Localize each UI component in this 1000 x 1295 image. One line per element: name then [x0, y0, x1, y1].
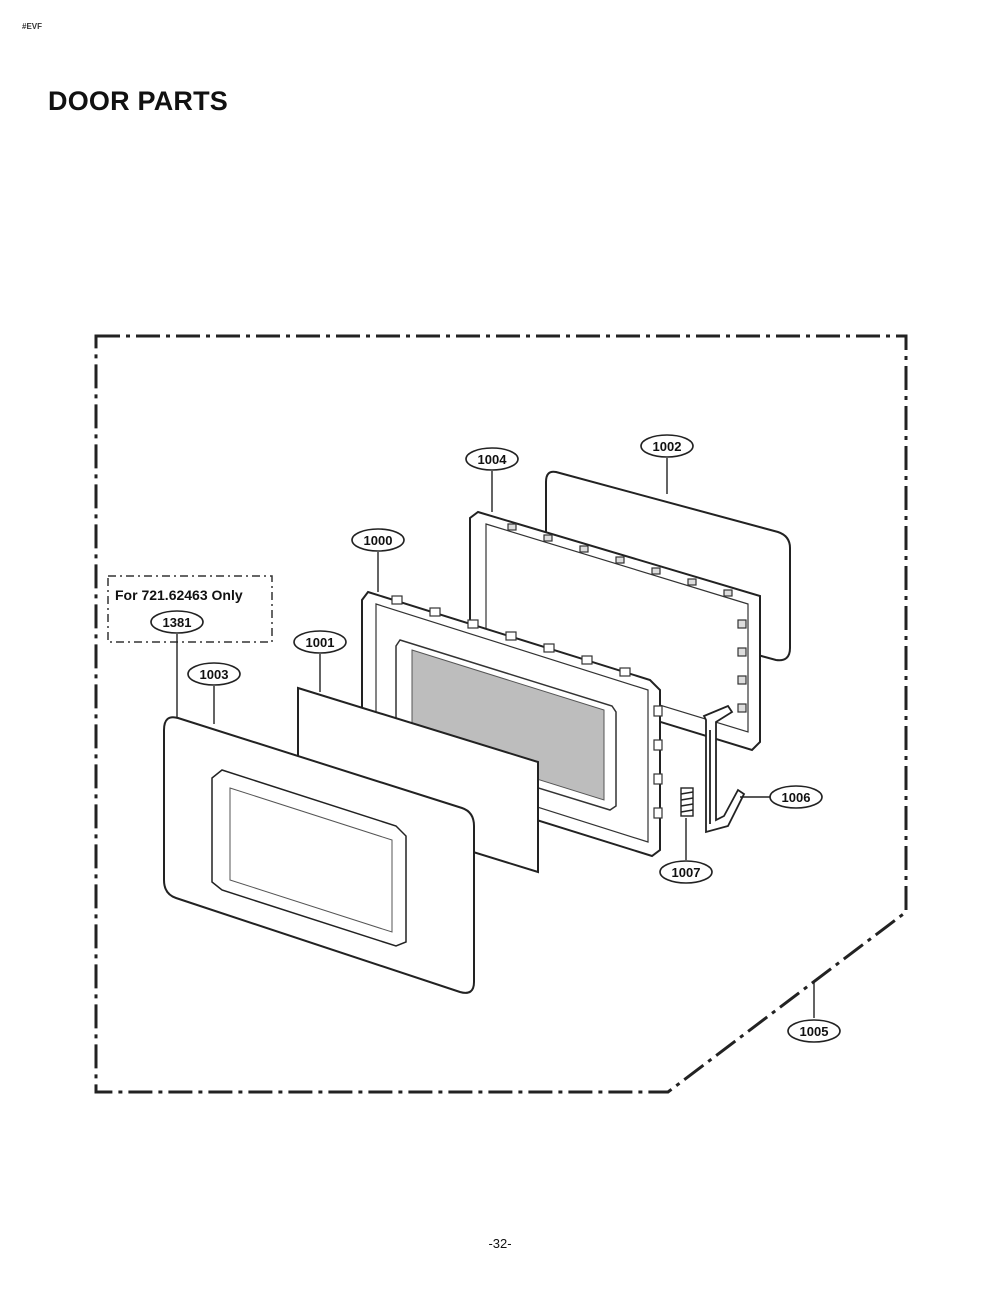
callout-1003: 1003: [187, 662, 241, 686]
leader-lines: [176, 458, 815, 1018]
callout-1000-label: 1000: [364, 533, 393, 548]
callout-1007: 1007: [659, 860, 713, 884]
assembly-boundary: [94, 334, 908, 1094]
callout-1006: 1006: [769, 785, 823, 809]
page-title: DOOR PARTS: [48, 86, 229, 116]
callout-1007-label: 1007: [672, 865, 701, 880]
page-number: -32-: [488, 1236, 512, 1251]
part-1004-door-frame: [469, 510, 761, 752]
callout-1002-label: 1002: [653, 439, 682, 454]
callout-1381: 1381: [150, 610, 204, 634]
callout-1004: 1004: [465, 447, 519, 471]
callout-1000: 1000: [351, 528, 405, 552]
part-1000-door-assembly: [361, 590, 663, 858]
callout-1004-label: 1004: [478, 452, 508, 467]
note-text: For 721.62463 Only: [115, 587, 243, 603]
part-1007-spring: [680, 787, 694, 817]
part-1003-door-front: [163, 716, 475, 994]
note-box: For 721.62463 Only: [107, 575, 273, 643]
callout-1005: 1005: [787, 1019, 841, 1043]
callout-1006-label: 1006: [782, 790, 811, 805]
document-code: #EVF: [22, 22, 43, 31]
callout-1001-label: 1001: [306, 635, 335, 650]
callout-1381-label: 1381: [163, 615, 192, 630]
callout-1002: 1002: [640, 434, 694, 458]
part-1006-latch: [702, 704, 746, 834]
callout-1001: 1001: [293, 630, 347, 654]
callout-1005-label: 1005: [800, 1024, 829, 1039]
callout-1003-label: 1003: [200, 667, 229, 682]
